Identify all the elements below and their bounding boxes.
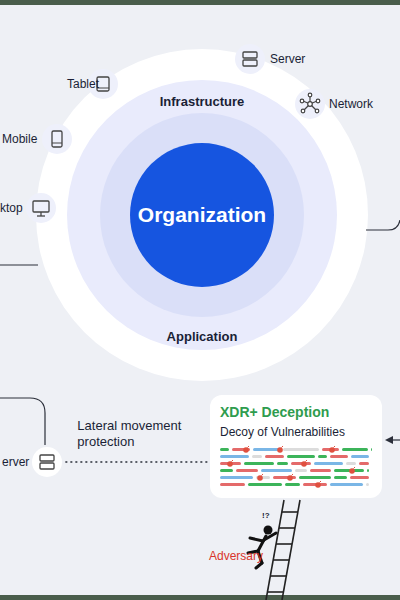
frame-strip <box>0 0 400 5</box>
ladder <box>266 500 300 600</box>
dotted-connector <box>65 461 210 463</box>
device-label: Tablet <box>67 77 99 91</box>
exclamation-mark: !? <box>262 511 270 520</box>
network-icon <box>295 89 325 119</box>
layer-label: Infrastructure <box>160 94 245 109</box>
core-label: Organization <box>138 203 266 227</box>
incoming-arrow <box>392 439 400 440</box>
leader-line <box>0 398 45 445</box>
mobile-icon <box>42 124 72 154</box>
device-label: Network <box>329 97 373 111</box>
device-label: Server <box>270 52 305 66</box>
vulnerability-bars <box>220 446 372 490</box>
adversary-label: Adversary <box>209 549 263 563</box>
outer-circle <box>36 49 368 381</box>
leader-line <box>366 220 400 230</box>
box-heading: XDR+ Deception <box>220 404 372 420</box>
server-icon <box>235 44 265 74</box>
layer-ring: InfrastructureApplication Organization <box>67 80 337 350</box>
layer-label: Application <box>167 329 238 344</box>
core-circle: Organization <box>130 143 274 287</box>
arrow-head <box>385 436 393 444</box>
desktop-icon <box>26 193 56 223</box>
device-label: ktop <box>0 201 23 215</box>
box-subtitle: Decoy of Vulnerabilities <box>220 425 372 439</box>
server-label: erver <box>0 455 31 469</box>
frame-strip <box>0 595 400 600</box>
leader-line <box>0 264 38 265</box>
device-label: Mobile <box>2 132 37 146</box>
deception-box: XDR+ DeceptionDecoy of Vulnerabilities <box>210 395 382 498</box>
edge-label: Lateral movement protection <box>77 418 202 450</box>
server-icon <box>31 446 63 478</box>
server-node: erver <box>0 446 63 478</box>
